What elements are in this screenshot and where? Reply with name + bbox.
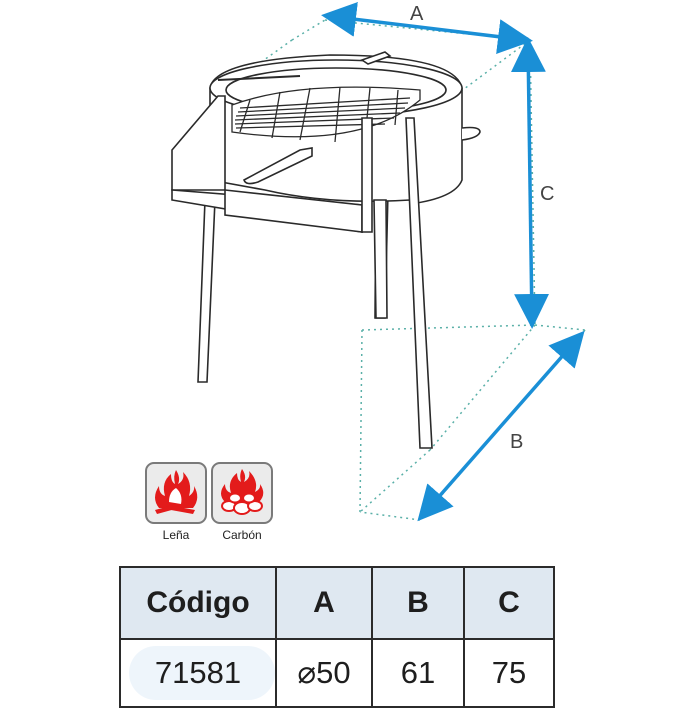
cell-code-text: 71581 <box>154 655 242 690</box>
dimension-b-arrow <box>417 330 585 522</box>
dimension-a-arrow <box>321 1 533 55</box>
charcoal-label: Carbón <box>222 528 262 542</box>
dimension-a-label: A <box>410 3 424 25</box>
dimension-b-label: B <box>510 431 523 453</box>
grill-drawing <box>171 51 481 449</box>
dimension-arrows <box>321 1 585 522</box>
cell-a: ⌀50 <box>275 638 373 708</box>
dimension-c-label: C <box>540 183 554 205</box>
cell-b: 61 <box>371 638 465 708</box>
cell-c: 75 <box>463 638 555 708</box>
header-c: C <box>463 566 555 640</box>
table-row: 71581 ⌀50 61 75 <box>119 638 555 708</box>
firewood-icon-card <box>145 462 207 524</box>
firewood-label: Leña <box>162 528 190 542</box>
cell-code: 71581 <box>119 638 277 708</box>
charcoal-flame-icon <box>221 469 264 515</box>
header-a: A <box>275 566 373 640</box>
spec-table: Código A B C 71581 ⌀50 61 75 <box>119 566 555 708</box>
dimension-c-arrow <box>510 37 550 329</box>
charcoal-icon-card <box>211 462 273 524</box>
header-b: B <box>371 566 465 640</box>
barbecue-grill-diagram: A C B <box>171 1 586 522</box>
firewood-flame-icon <box>155 470 198 514</box>
table-header-row: Código A B C <box>119 566 555 640</box>
header-code: Código <box>119 566 277 640</box>
